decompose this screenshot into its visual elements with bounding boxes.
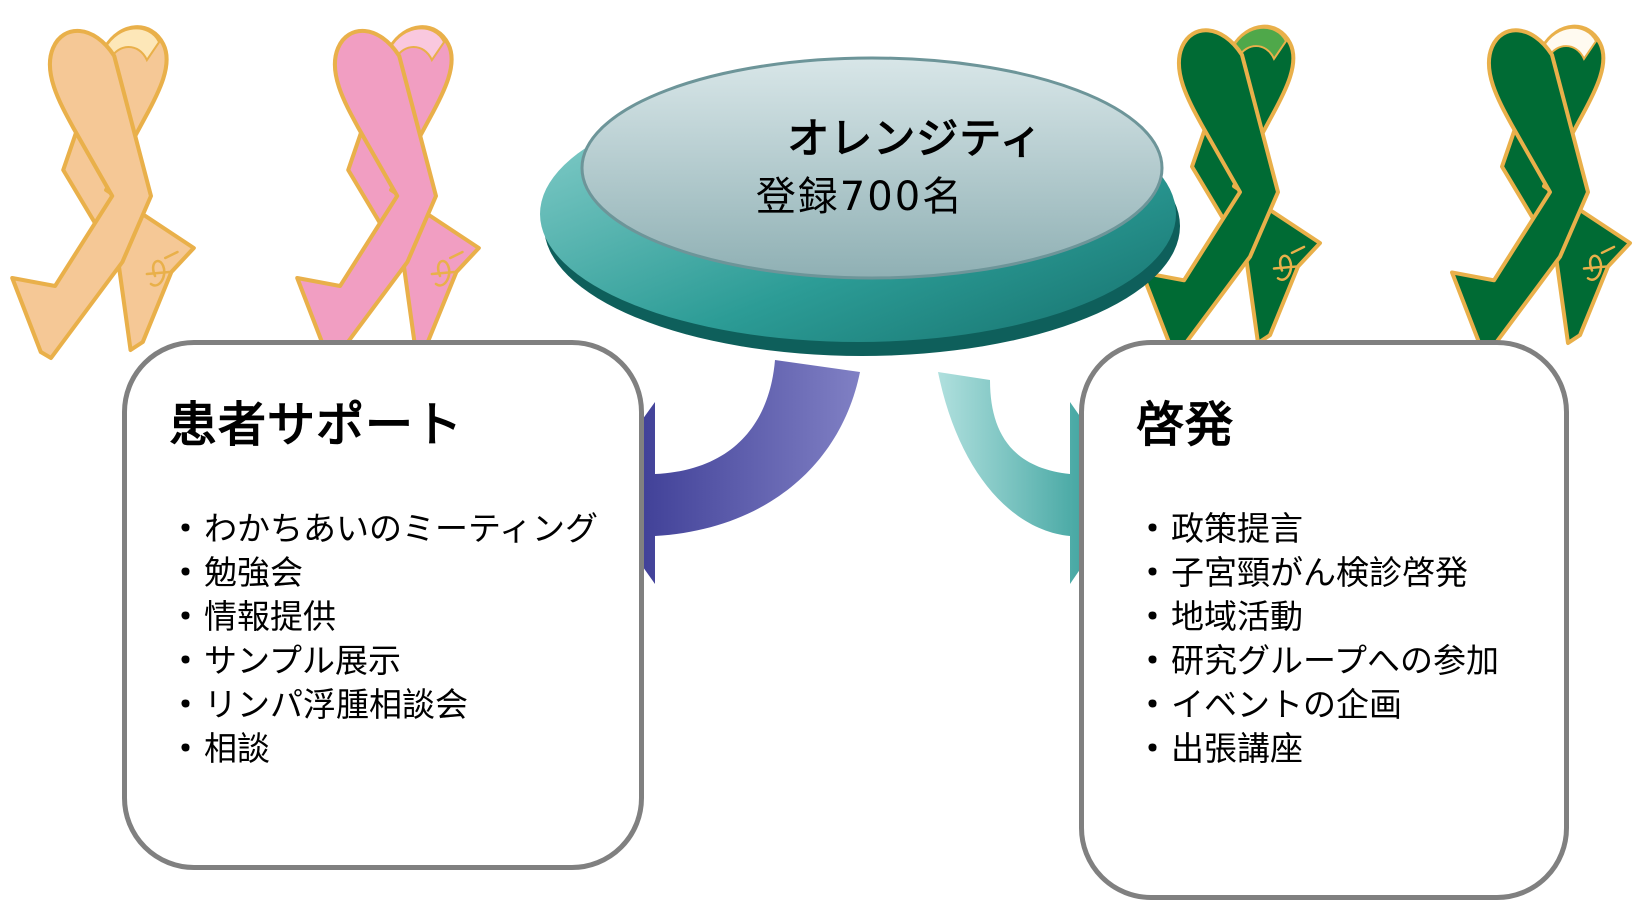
list-item-text: わかちあいのミーティング xyxy=(204,509,599,548)
bullet-mark: ・ xyxy=(1136,641,1169,680)
patient-support-list: ・わかちあいのミーティング ・勉強会 ・情報提供 ・サンプル展示 ・リンパ浮腫相… xyxy=(169,507,598,771)
green-cream-ribbon-icon xyxy=(1450,24,1632,353)
bullet-mark: ・ xyxy=(169,553,202,592)
bullet-mark: ・ xyxy=(169,685,202,724)
list-item-text: 政策提言 xyxy=(1171,509,1303,548)
list-item: ・イベントの企画 xyxy=(1136,683,1499,727)
list-item: ・わかちあいのミーティング xyxy=(169,507,598,551)
bullet-mark: ・ xyxy=(169,729,202,768)
hub-disk xyxy=(540,56,1180,356)
list-item-text: 出張講座 xyxy=(1171,729,1303,768)
bullet-mark: ・ xyxy=(169,509,202,548)
bullet-mark: ・ xyxy=(169,597,202,636)
list-item-text: イベントの企画 xyxy=(1171,685,1402,724)
awareness-list: ・政策提言 ・子宮頸がん検診啓発 ・地域活動 ・研究グループへの参加 ・イベント… xyxy=(1136,507,1499,771)
list-item-text: 相談 xyxy=(204,729,270,768)
list-item-text: 子宮頸がん検診啓発 xyxy=(1171,553,1468,592)
patient-support-title: 患者サポート xyxy=(169,397,464,453)
list-item: ・地域活動 xyxy=(1136,595,1499,639)
arrow-to-patient-support xyxy=(590,360,860,584)
awareness-box: 啓発 ・政策提言 ・子宮頸がん検診啓発 ・地域活動 ・研究グループへの参加 ・イ… xyxy=(1079,340,1569,900)
list-item-text: 情報提供 xyxy=(204,597,336,636)
awareness-title: 啓発 xyxy=(1136,397,1235,453)
list-item: ・相談 xyxy=(169,727,598,771)
bullet-mark: ・ xyxy=(1136,685,1169,724)
pink-ribbon-icon xyxy=(295,25,481,360)
list-item: ・リンパ浮腫相談会 xyxy=(169,683,598,727)
list-item-text: 研究グループへの参加 xyxy=(1171,641,1500,680)
list-item-text: 勉強会 xyxy=(204,553,303,592)
list-item: ・研究グループへの参加 xyxy=(1136,639,1499,683)
list-item: ・勉強会 xyxy=(169,551,598,595)
list-item: ・政策提言 xyxy=(1136,507,1499,551)
patient-support-box: 患者サポート ・わかちあいのミーティング ・勉強会 ・情報提供 ・サンプル展示 … xyxy=(122,340,644,870)
list-item: ・サンプル展示 xyxy=(169,639,598,683)
bullet-mark: ・ xyxy=(1136,729,1169,768)
list-item-text: リンパ浮腫相談会 xyxy=(204,685,468,724)
list-item: ・子宮頸がん検診啓発 xyxy=(1136,551,1499,595)
list-item: ・情報提供 xyxy=(169,595,598,639)
bullet-mark: ・ xyxy=(1136,597,1169,636)
list-item-text: 地域活動 xyxy=(1171,597,1303,636)
peach-ribbon-icon xyxy=(10,25,196,360)
bullet-mark: ・ xyxy=(1136,509,1169,548)
list-item: ・出張講座 xyxy=(1136,727,1499,771)
bullet-mark: ・ xyxy=(169,641,202,680)
bullet-mark: ・ xyxy=(1136,553,1169,592)
list-item-text: サンプル展示 xyxy=(204,641,402,680)
